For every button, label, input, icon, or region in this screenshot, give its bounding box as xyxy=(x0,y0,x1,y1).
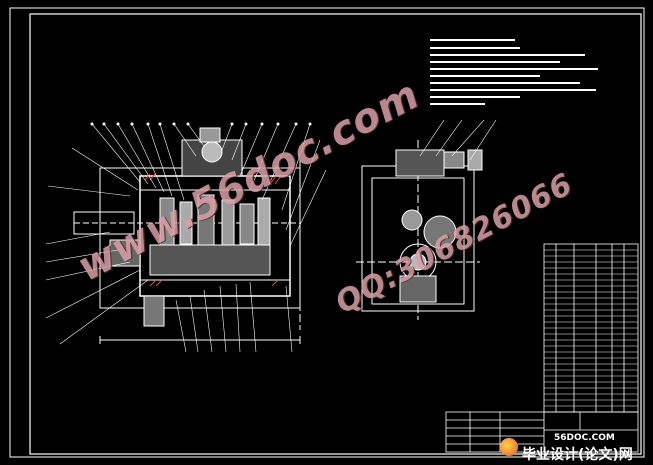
side-view-leaders xyxy=(419,119,497,161)
side-section-view xyxy=(356,140,483,320)
main-section-view xyxy=(73,127,301,344)
parts-table-rows xyxy=(544,249,638,407)
technical-notes xyxy=(430,39,598,105)
title-block xyxy=(445,411,639,453)
balloon-dots xyxy=(90,122,312,126)
logo-url: 56DOC.COM xyxy=(554,433,615,443)
leader-lines xyxy=(45,123,327,353)
logo-name: 毕业设计(论文)网 xyxy=(522,447,633,463)
inner-border xyxy=(29,13,642,455)
globe-icon xyxy=(500,438,518,456)
outer-border xyxy=(9,7,645,458)
site-logo[interactable]: 56DOC.COM 毕业设计(论文)网 xyxy=(498,432,648,463)
